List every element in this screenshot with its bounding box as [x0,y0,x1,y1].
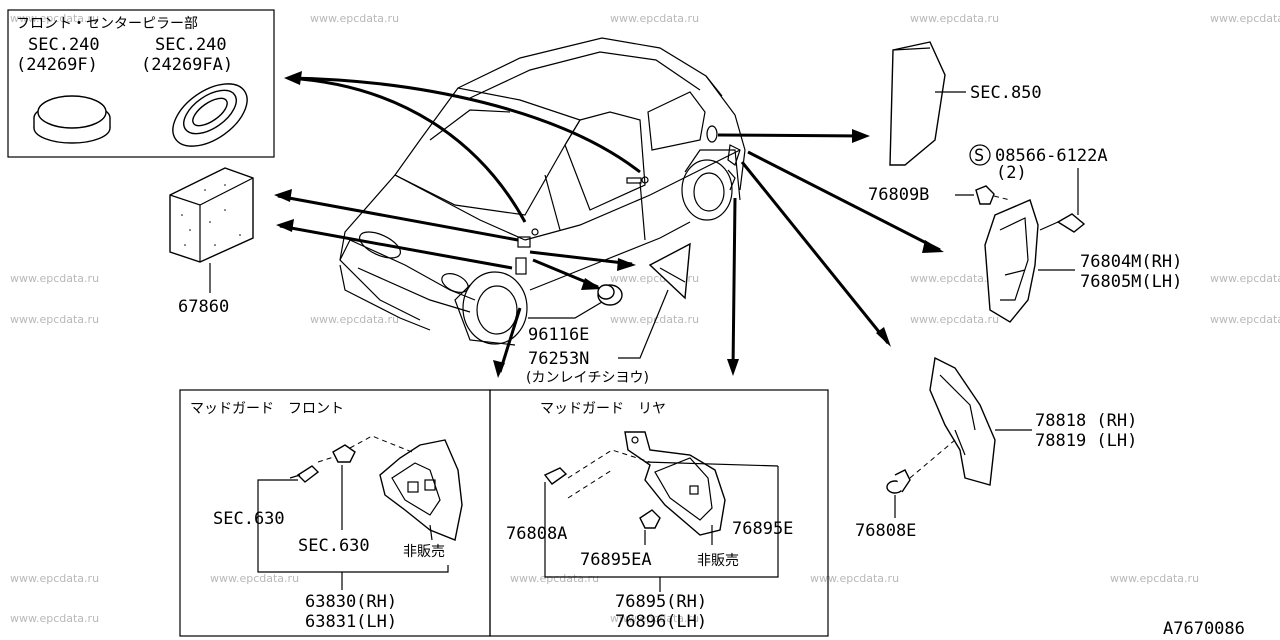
watermark-text: www.epcdata.ru [610,12,699,25]
watermark-text: www.epcdata.ru [10,612,99,625]
sec-a-label: SEC.630 [213,509,285,529]
watermark-text: www.epcdata.ru [10,313,99,326]
panel-title: マッドガード フロント [190,401,344,417]
part-code: (24269FA) [141,55,233,75]
watermark-text: www.epcdata.ru [910,313,999,326]
watermark-text: www.epcdata.ru [10,12,99,25]
watermark-text: www.epcdata.ru [1210,313,1280,326]
watermark-text: www.epcdata.ru [810,572,899,585]
clip-b-icon [975,185,1011,205]
screw-icon [1039,213,1086,233]
leader-arrows [274,71,944,378]
sec-label: SEC.240 [155,35,227,55]
clip-b-label: 76809B [868,185,929,205]
front-mudguard-icon [379,439,463,541]
sec850-panel-icon [889,41,946,166]
watermark-text: www.epcdata.ru [1210,12,1280,25]
rear-rh-label: 78818 (RH) [1035,411,1137,431]
grommet-label: 96116E [528,325,589,345]
pad-block-icon [169,167,254,263]
watermark-text: www.epcdata.ru [910,272,999,285]
sec-b-label: SEC.630 [298,536,370,556]
grommet-icon [597,284,623,306]
round-plug-icon [33,95,111,144]
car-outline-icon [339,37,746,346]
part-rh-label: 63830(RH) [305,592,397,612]
watermark-text: www.epcdata.ru [610,612,699,625]
watermark-text: www.epcdata.ru [610,313,699,326]
bolt-symbol-icon [969,144,991,166]
label-description: (カンレイチシヨウ) [526,370,649,386]
sec-label: SEC.240 [28,35,100,55]
watermark-text: www.epcdata.ru [310,313,399,326]
clip-icon [639,509,661,529]
bolt-part-number: 08566-6122A [995,146,1108,166]
screw-icon [289,465,320,483]
panel-border [7,9,275,158]
part-b-label: 76895EA [580,550,652,570]
protector-lh-label: 76805M(LH) [1080,272,1182,292]
panel-title: マッドガード リヤ [540,401,666,417]
part-a-label: 76808A [506,524,567,544]
oval-grommet-icon [172,83,248,147]
clip-e-label: 76808E [855,521,916,541]
watermark-text: www.epcdata.ru [10,572,99,585]
diagram-id: A7670086 [1163,619,1245,639]
watermark-text: www.epcdata.ru [10,272,99,285]
watermarks: www.epcdata.ru www.epcdata.ru www.epcdat… [10,12,1280,625]
part-code: (24269F) [16,55,98,75]
watermark-text: www.epcdata.ru [210,572,299,585]
part-lh-label: 63831(LH) [305,612,397,632]
label-part-number: 76253N [528,349,589,369]
pad-label: 67860 [178,297,229,317]
part-c-label: 76895E [732,519,793,539]
watermark-text: www.epcdata.ru [510,572,599,585]
watermark-text: www.epcdata.ru [1110,572,1199,585]
rear-mudguard-small-icon [624,431,726,536]
sec850-label: SEC.850 [970,83,1042,103]
protector-rh-label: 76804M(RH) [1080,252,1182,272]
panel-mudguard-rear: マッドガード リヤ 76808A 76895E 76895EA 非販売 7689… [489,389,829,637]
rear-protector-icon [984,199,1039,323]
clip-icon [332,444,356,463]
panel-front-center-pillar: フロント・センターピラー部 SEC.240 (24269F) SEC.240 (… [7,9,275,158]
screw-icon [543,467,568,485]
rear-lh-label: 78819 (LH) [1035,431,1137,451]
watermark-text: www.epcdata.ru [310,12,399,25]
caution-label-icon [648,242,691,300]
bolt-quantity: (2) [996,163,1027,183]
clip-e-icon [886,469,911,494]
watermark-text: www.epcdata.ru [1210,272,1280,285]
panel-border [489,389,829,637]
not-for-sale-label: 非販売 [697,553,739,569]
part-lh-label: 76896(LH) [615,612,707,632]
part-rh-label: 76895(RH) [615,592,707,612]
not-for-sale-label: 非販売 [403,544,445,560]
panel-mudguard-front: マッドガード フロント SEC.630 SEC.630 非販売 63830(RH… [179,389,491,637]
rear-mudguard-icon [929,356,996,486]
watermark-text: www.epcdata.ru [910,12,999,25]
panel-title: フロント・センターピラー部 [16,16,198,32]
bolt-symbol: S [974,146,984,166]
